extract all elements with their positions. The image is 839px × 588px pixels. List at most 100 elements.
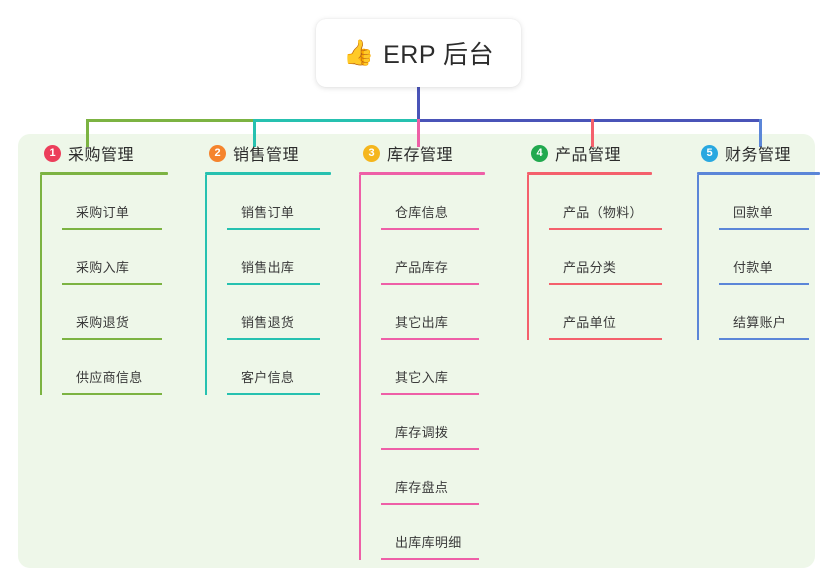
branch-item-label: 结算账户 [733, 315, 787, 330]
branch-underline [527, 172, 652, 175]
branch-item-underline [381, 393, 479, 395]
branch-item[interactable]: 销售退货 [227, 285, 355, 340]
branch-item-underline [381, 338, 479, 340]
branch-badge-icon: 2 [209, 144, 226, 162]
branch-item[interactable]: 仓库信息 [381, 175, 519, 230]
branch-item-label: 销售退货 [241, 315, 295, 330]
branch-item[interactable]: 产品分类 [549, 230, 687, 285]
branch-item[interactable]: 采购入库 [62, 230, 190, 285]
branch-item[interactable]: 销售出库 [227, 230, 355, 285]
branch-item-label: 采购订单 [76, 205, 130, 220]
branch-underline [40, 172, 168, 175]
branch-drop-5 [759, 119, 762, 147]
branch-spine [40, 175, 42, 395]
branch-item-label: 销售订单 [241, 205, 295, 220]
branch-item-label: 其它出库 [395, 315, 449, 330]
branch-item-label: 客户信息 [241, 370, 295, 385]
branch-title: 库存管理 [387, 147, 454, 164]
bus-segment-2 [253, 119, 419, 122]
branch-item-underline [719, 338, 809, 340]
branch-column-3: 3 库存管理仓库信息产品库存其它出库其它入库库存调拨库存盘点出库库明细 [359, 134, 519, 560]
branch-items-5: 回款单付款单结算账户 [697, 175, 837, 340]
branch-item-underline [719, 228, 809, 230]
branch-column-1: 1 采购管理采购订单采购入库采购退货供应商信息 [40, 134, 190, 395]
branch-title: 销售管理 [233, 147, 300, 164]
branch-item-label: 产品分类 [563, 260, 617, 275]
branch-item[interactable]: 产品（物料） [549, 175, 687, 230]
thumbs-up-icon: 👍 [342, 38, 375, 67]
branch-item[interactable]: 采购退货 [62, 285, 190, 340]
branch-title: 采购管理 [68, 147, 135, 164]
root-node[interactable]: 👍 ERP 后台 [316, 19, 521, 87]
branch-item[interactable]: 供应商信息 [62, 340, 190, 395]
branch-underline [359, 172, 485, 175]
branch-item-underline [381, 503, 479, 505]
branch-item-underline [381, 283, 479, 285]
branch-item[interactable]: 产品单位 [549, 285, 687, 340]
branch-badge-icon: 5 [701, 144, 718, 162]
branch-spine [359, 175, 361, 560]
branch-item-underline [719, 283, 809, 285]
branch-item-label: 产品（物料） [563, 205, 643, 220]
branch-item[interactable]: 销售订单 [227, 175, 355, 230]
branch-item[interactable]: 采购订单 [62, 175, 190, 230]
branch-items-1: 采购订单采购入库采购退货供应商信息 [40, 175, 190, 395]
branch-item[interactable]: 回款单 [719, 175, 837, 230]
branch-item[interactable]: 出库库明细 [381, 505, 519, 560]
branch-item-label: 库存调拨 [395, 425, 449, 440]
branch-item[interactable]: 产品库存 [381, 230, 519, 285]
branch-item-label: 付款单 [733, 260, 773, 275]
branch-item-label: 采购入库 [76, 260, 130, 275]
branch-item-label: 产品单位 [563, 315, 617, 330]
branch-item-underline [62, 393, 162, 395]
branch-column-2: 2 销售管理销售订单销售出库销售退货客户信息 [205, 134, 355, 395]
branch-item-underline [227, 283, 320, 285]
branch-item[interactable]: 客户信息 [227, 340, 355, 395]
branch-header-1[interactable]: 1 采购管理 [40, 134, 190, 172]
branch-item[interactable]: 其它出库 [381, 285, 519, 340]
branch-item-underline [381, 448, 479, 450]
branch-item-underline [549, 338, 662, 340]
branch-item-label: 出库库明细 [395, 535, 462, 550]
branch-item-underline [62, 283, 162, 285]
branch-item-underline [62, 228, 162, 230]
branch-item-label: 回款单 [733, 205, 773, 220]
branch-item-label: 销售出库 [241, 260, 295, 275]
branch-spine [527, 175, 529, 340]
branch-item-underline [549, 228, 662, 230]
branch-badge-icon: 1 [44, 144, 61, 162]
branch-items-3: 仓库信息产品库存其它出库其它入库库存调拨库存盘点出库库明细 [359, 175, 519, 560]
branch-item[interactable]: 结算账户 [719, 285, 837, 340]
branch-header-2[interactable]: 2 销售管理 [205, 134, 355, 172]
branch-item[interactable]: 付款单 [719, 230, 837, 285]
branch-item-underline [549, 283, 662, 285]
branch-item-label: 产品库存 [395, 260, 449, 275]
branch-item-label: 其它入库 [395, 370, 449, 385]
branch-item[interactable]: 其它入库 [381, 340, 519, 395]
bus-segment-3 [418, 119, 762, 122]
branch-underline [697, 172, 820, 175]
branch-item-underline [381, 228, 479, 230]
branch-item-label: 库存盘点 [395, 480, 449, 495]
branch-item[interactable]: 库存调拨 [381, 395, 519, 450]
root-node-title: ERP 后台 [383, 41, 495, 69]
branch-columns: 1 采购管理采购订单采购入库采购退货供应商信息 2 销售管理销售订单销售出库销售退货客… [18, 134, 820, 568]
bus-segment-1 [86, 119, 254, 122]
branch-item-underline [227, 393, 320, 395]
branch-items-2: 销售订单销售出库销售退货客户信息 [205, 175, 355, 395]
branch-drop-1 [86, 119, 89, 147]
branch-badge-icon: 3 [363, 144, 380, 162]
branch-title: 产品管理 [555, 147, 622, 164]
branch-underline [205, 172, 331, 175]
branch-item-underline [381, 558, 479, 560]
branch-items-4: 产品（物料） 产品分类产品单位 [527, 175, 687, 340]
branch-item-label: 采购退货 [76, 315, 130, 330]
branch-item[interactable]: 库存盘点 [381, 450, 519, 505]
branch-item-underline [227, 228, 320, 230]
branch-item-label: 仓库信息 [395, 205, 449, 220]
branch-header-3[interactable]: 3 库存管理 [359, 134, 519, 172]
